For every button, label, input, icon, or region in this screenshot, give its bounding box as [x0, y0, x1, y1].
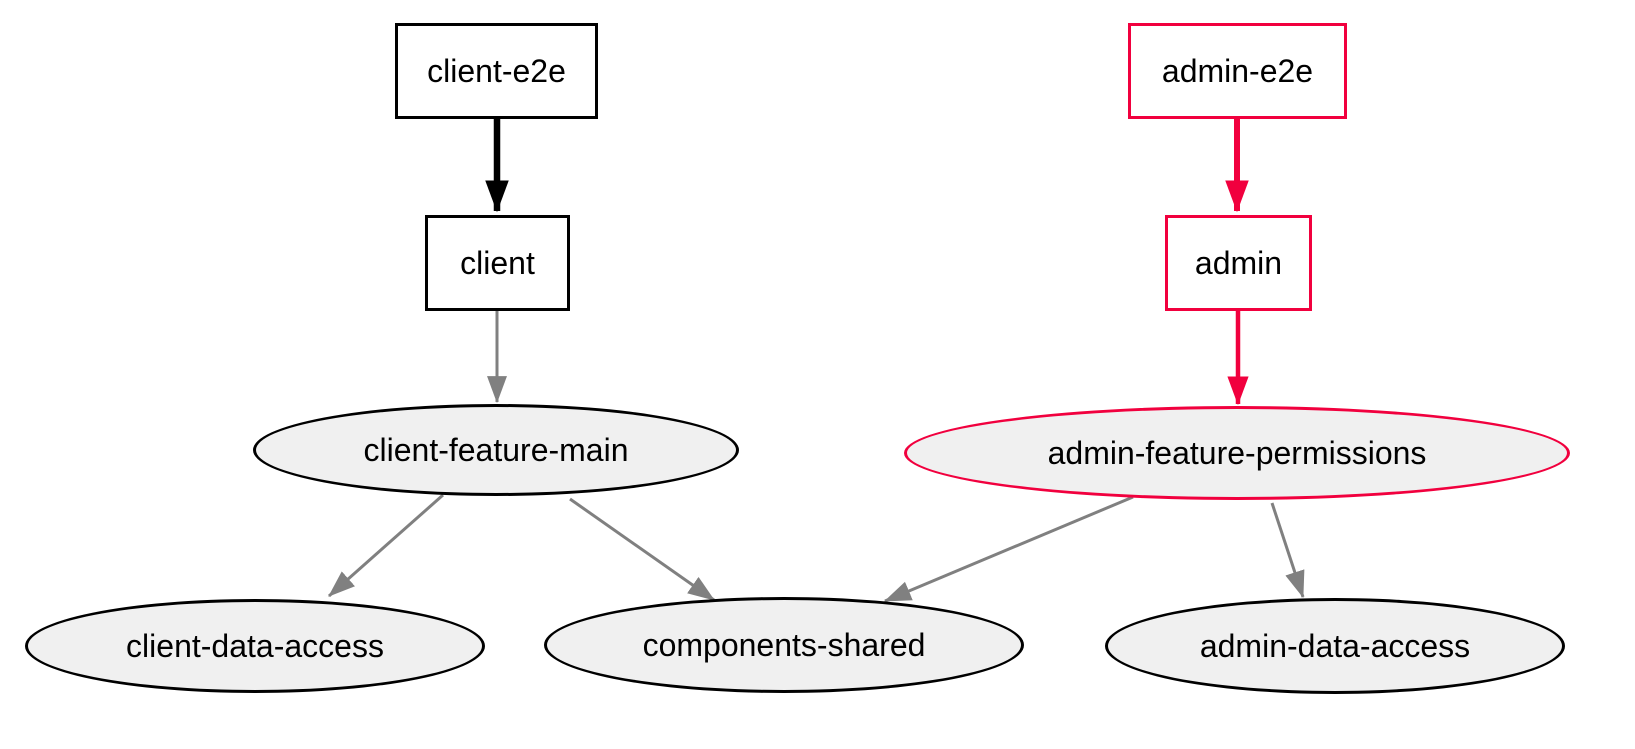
edge-client-feature-main-to-components-shared — [569, 497, 715, 602]
edge-client-feature-main-to-client-data-access — [328, 493, 444, 598]
node-components-shared-label: components-shared — [642, 627, 926, 663]
node-client-data-access: client-data-access — [25, 599, 485, 693]
node-client-data-access-label: client-data-access — [126, 628, 384, 664]
edge-admin-feature-permissions-to-admin-data-access — [1270, 502, 1305, 599]
node-admin-e2e: admin-e2e — [1128, 23, 1347, 119]
node-components-shared: components-shared — [544, 597, 1024, 693]
node-client: client — [425, 215, 570, 311]
node-admin-feature-permissions: admin-feature-permissions — [904, 406, 1570, 500]
node-admin-data-access-label: admin-data-access — [1199, 628, 1471, 664]
node-admin-data-access: admin-data-access — [1105, 598, 1565, 694]
node-client-e2e-label: client-e2e — [427, 53, 566, 89]
node-admin-label: admin — [1194, 245, 1283, 281]
node-client-feature-main-label: client-feature-main — [363, 432, 629, 468]
node-admin: admin — [1165, 215, 1312, 311]
node-client-e2e: client-e2e — [395, 23, 598, 119]
edge-admin-feature-permissions-to-components-shared — [884, 495, 1134, 603]
node-admin-e2e-label: admin-e2e — [1161, 53, 1314, 89]
node-client-label: client — [460, 245, 535, 281]
node-admin-feature-permissions-label: admin-feature-permissions — [1047, 435, 1427, 471]
node-client-feature-main: client-feature-main — [253, 404, 739, 496]
